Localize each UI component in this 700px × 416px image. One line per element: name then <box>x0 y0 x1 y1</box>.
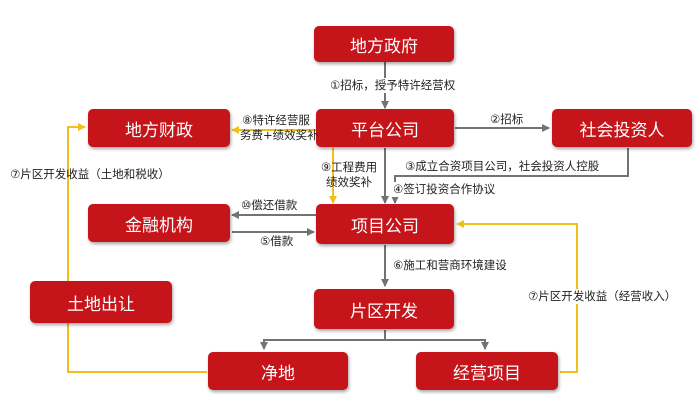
label-step-9: ⑨工程费用 绩效奖补 <box>313 160 385 190</box>
node-zone-development: 片区开发 <box>314 289 454 329</box>
label-step-9-line2: 绩效奖补 <box>326 175 372 189</box>
label-step-5: ⑤借款 <box>260 234 294 248</box>
label-step-10: ⑩偿还借款 <box>241 198 298 212</box>
label-step-2: ②招标 <box>490 112 524 126</box>
node-net-land: 净地 <box>208 352 348 390</box>
label-step-4: ④签订投资合作协议 <box>391 182 498 197</box>
node-operating-project: 经营项目 <box>416 352 558 390</box>
label-step-3: ③成立合资项目公司，社会投资人控股 <box>405 159 600 173</box>
arrow-zone-split <box>260 330 386 350</box>
node-social-investor: 社会投资人 <box>552 109 692 147</box>
label-step-1: ①招标，授予特许经营权 <box>330 78 456 93</box>
label-step-8: ⑧特许经营服 务费+绩效奖补 <box>240 113 319 143</box>
node-project-company: 项目公司 <box>316 204 454 244</box>
label-step-7-left: ⑦片区开发收益（土地和税收） <box>10 167 170 181</box>
node-local-finance: 地方财政 <box>88 109 230 147</box>
label-step-8-line1: ⑧特许经营服 <box>242 113 310 127</box>
arrow-net-land-to-local-finance <box>67 123 207 373</box>
arrow-zone-to-operating <box>385 339 489 350</box>
label-step-7-right: ⑦片区开发收益（经营收入） <box>528 289 677 304</box>
node-local-government: 地方政府 <box>314 26 454 62</box>
node-financial-institution: 金融机构 <box>88 204 230 242</box>
label-step-9-line1: ⑨工程费用 <box>320 160 378 174</box>
node-land-transfer: 土地出让 <box>30 281 172 323</box>
label-step-8-line2: 务费+绩效奖补 <box>240 128 319 142</box>
node-platform-company: 平台公司 <box>316 109 454 147</box>
label-step-6: ⑥施工和营商环境建设 <box>393 258 507 272</box>
